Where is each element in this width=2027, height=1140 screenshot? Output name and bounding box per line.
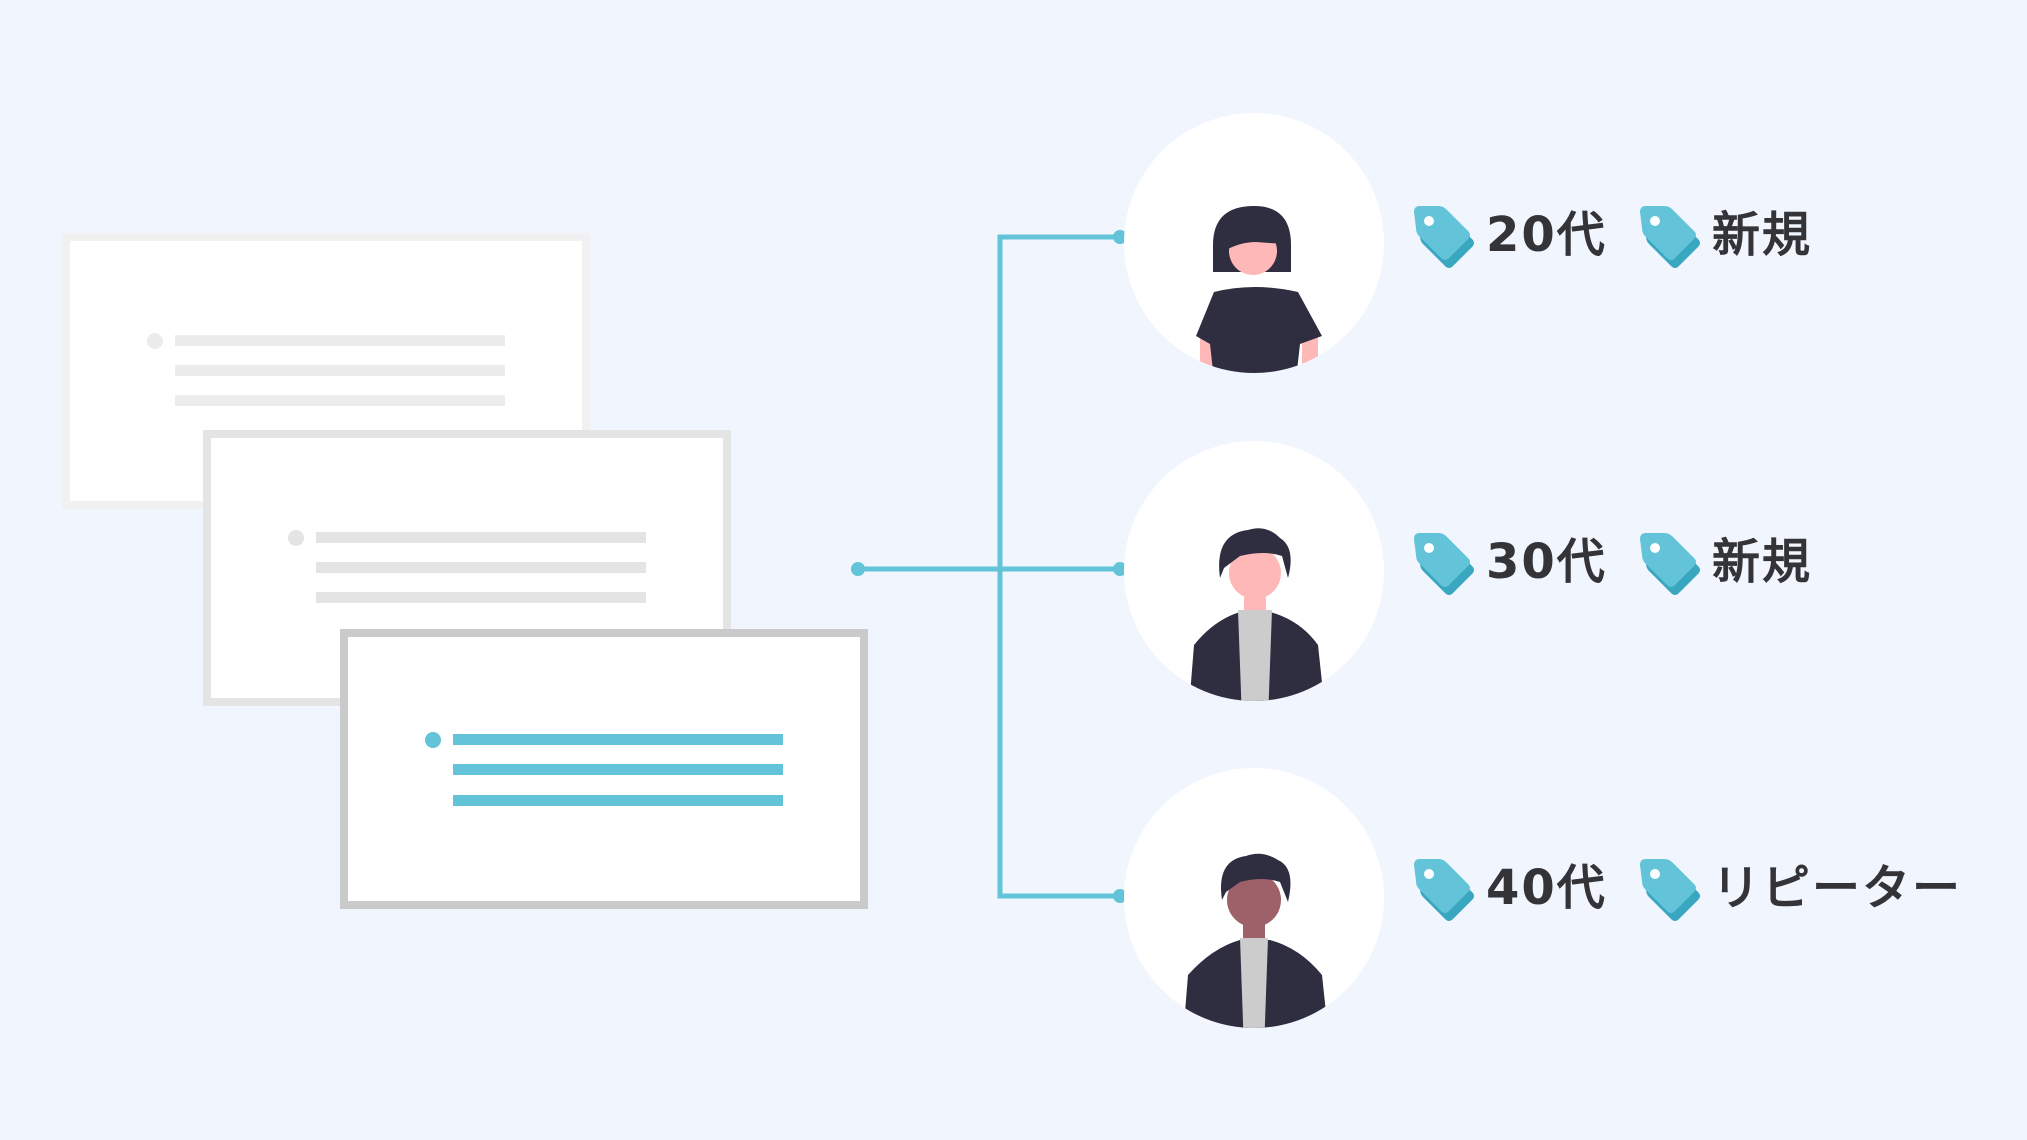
connector-node [851,562,865,576]
bullet-dot [147,333,163,349]
tag-label-type: リピーター [1712,860,1963,916]
tag-label-type: 新規 [1712,207,1813,263]
tag-icon [1640,859,1700,921]
persona-3 [1124,768,1384,1028]
tag-icon [1414,206,1474,268]
tag-icon [1640,206,1700,268]
connector-node [1113,889,1127,903]
tag-label-age: 30代 [1486,534,1607,590]
tag-label-type: 新規 [1712,534,1813,590]
connector-node [1113,230,1127,244]
tag-icon [1640,533,1700,595]
bullet-dot [425,732,441,748]
text-line [316,532,646,543]
document-front [340,629,868,909]
connector-tree [858,234,1120,899]
text-line [453,764,783,775]
tag-label-age: 20代 [1486,207,1607,263]
connector-branch [997,234,1120,899]
tag-icon [1414,859,1474,921]
text-line [453,734,783,745]
text-line [175,365,505,376]
text-line [453,795,783,806]
tag-icon [1414,533,1474,595]
text-line [316,592,646,603]
text-line [175,395,505,406]
persona-1 [1124,113,1384,373]
bullet-dot [288,530,304,546]
text-line [175,335,505,346]
persona-2 [1124,441,1384,701]
text-line [316,562,646,573]
tag-label-age: 40代 [1486,860,1607,916]
connector-node [1113,562,1127,576]
man-avatar-icon [1188,528,1326,701]
